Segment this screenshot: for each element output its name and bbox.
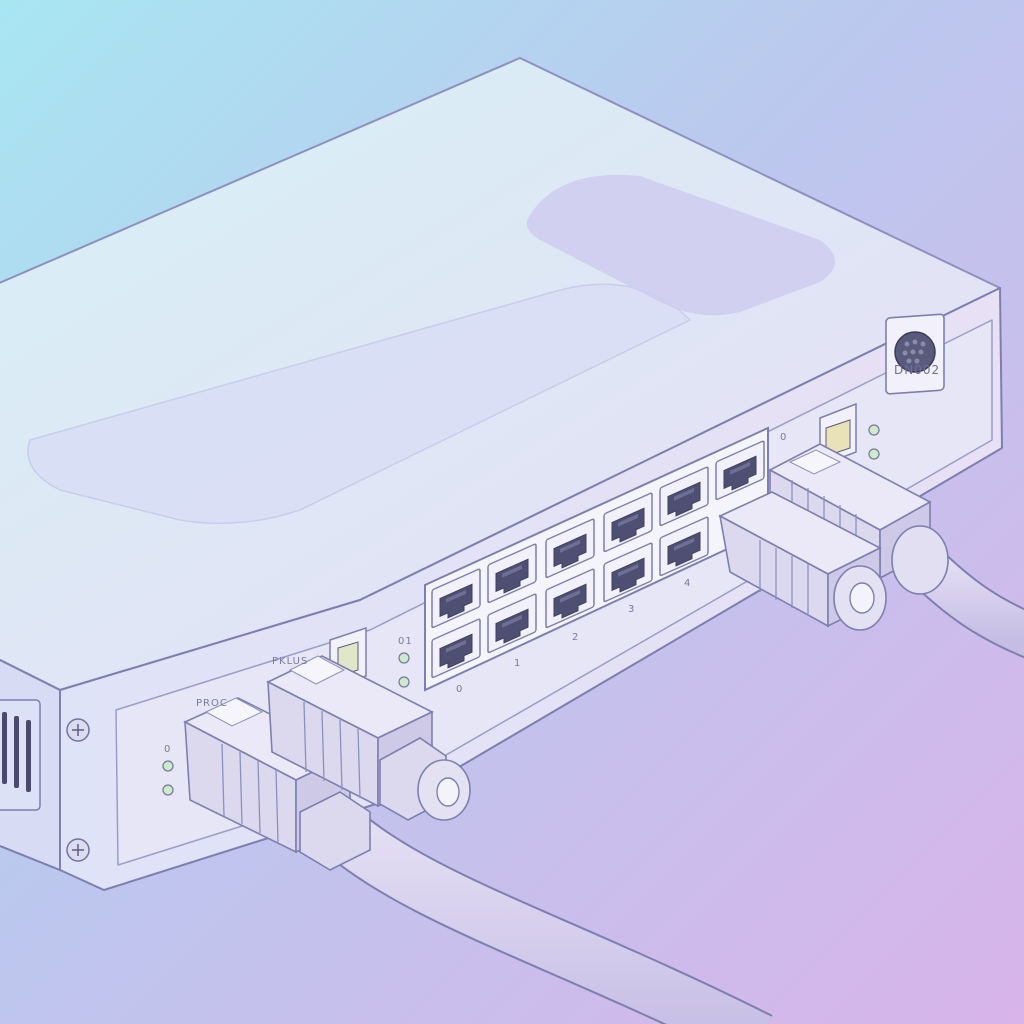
- rj45-plug-icon[interactable]: [266, 655, 471, 821]
- led-label: 01: [398, 636, 413, 647]
- led-indicator-icon: [162, 424, 880, 796]
- cable: [322, 810, 772, 1024]
- vent-slot-icon: [2, 712, 31, 792]
- port-number: 3: [628, 604, 635, 615]
- port-number: 4: [684, 578, 691, 589]
- serial-port-label: DN002: [894, 363, 940, 377]
- led-label: 0: [164, 744, 171, 755]
- top-panel-right: [526, 174, 835, 316]
- led-label: 0: [780, 432, 787, 443]
- screw-icon: [66, 718, 90, 742]
- port-number: 1: [514, 658, 521, 669]
- top-panel-left: [27, 283, 692, 525]
- rj45-plug-icon[interactable]: [183, 697, 371, 871]
- port-number: 2: [572, 632, 579, 643]
- port-label: PROC: [196, 698, 228, 709]
- screw-icon: [66, 838, 90, 862]
- port-label: PKLUS: [272, 656, 308, 667]
- serial-db9-icon[interactable]: [894, 331, 936, 373]
- port-number: 0: [456, 684, 463, 695]
- rj45-plug-icon[interactable]: [718, 491, 887, 631]
